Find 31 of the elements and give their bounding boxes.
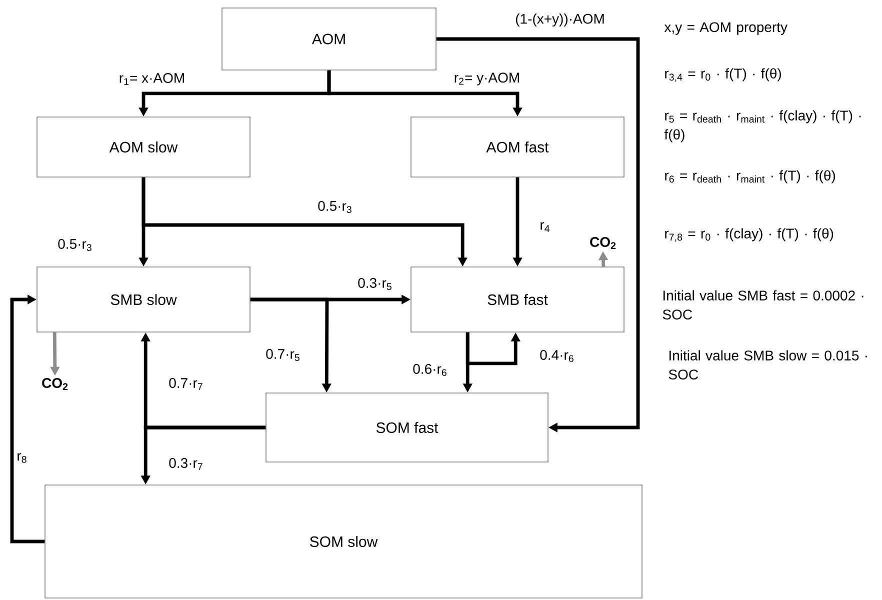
edge-label: r$_{8}$ [16,452,28,464]
pool-box: AOM slow [36,116,250,178]
pool-box: SMB fast [410,266,624,332]
edge-label: 0.7·r$_{7}$ [168,377,204,391]
pool-box: SOM slow [44,484,642,598]
edge-label: 0.5·r$_{3}$ [56,238,94,252]
edge-label: r$_{1}$= x·AOM [118,72,186,86]
edge-label: (1-(x+y))·AOM [514,12,606,28]
formula-note: r$_{6}$ = r$_{death}$ · r$_{maint}$ · f(T) · f(θ) [665,170,836,184]
edge-label: 0.3·r$_{5}$ [356,277,394,292]
pool-box: SMB slow [36,266,250,332]
edge-label: 0.3·r$_{7}$ [168,457,204,471]
formula-note: Initial value SMB slow = 0.015 · SOC [668,350,867,380]
formula-note: Initial value SMB fast = 0.0002 · SOC [662,290,864,320]
formula-note: r$_{3,4}$ = r$_{0}$ · f(T) · f(θ) [665,68,781,82]
edge-label: 0.5·r$_{3}$ [316,200,354,214]
formula-note: r$_{5}$ = r$_{death}$ · r$_{maint}$ · f(clay) · f(T) · f(θ) [664,110,861,142]
pool-box: AOM [222,8,436,70]
edge-label: 0.6·r$_{6}$ [412,363,448,378]
edge-label: 0.7·r$_{5}$ [264,348,302,362]
formula-note: r$_{7,8}$ = r$_{0}$ · f(clay) · f(T) · f(θ) [665,228,834,242]
flow-arrow [436,37,640,432]
edge-label: r$_{2}$= y·AOM [452,72,522,86]
edge-label: r$_{4}$ [538,221,552,233]
edge-label: 0.4·r$_{6}$ [538,349,576,364]
gas-label: CO$_{2}$ [590,237,616,249]
pool-box: SOM fast [266,392,548,462]
pool-box: AOM fast [410,116,624,178]
gas-label: CO$_{2}$ [42,378,68,390]
flow-arrow [10,294,45,544]
formula-note: x,y = AOM property [664,22,788,35]
